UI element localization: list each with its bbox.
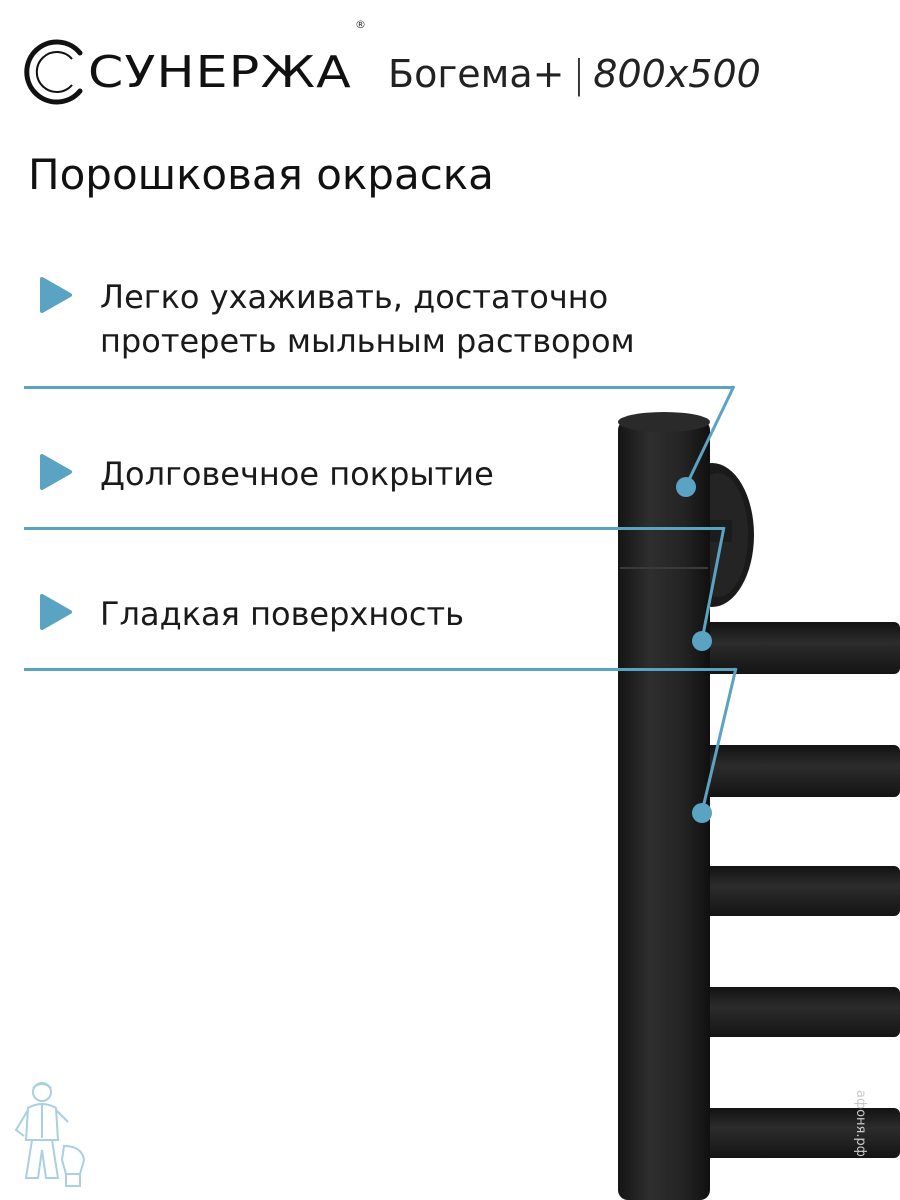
rung-5: [700, 1108, 900, 1158]
model-title: Богема+|800x500: [388, 52, 761, 96]
brand-row: СУНЕРЖА: [24, 36, 351, 108]
callout-dot-3: [692, 803, 712, 823]
model-size: 800x500: [593, 52, 761, 96]
play-triangle-icon: [40, 454, 72, 490]
feature-item-3: Гладкая поверхность: [36, 592, 464, 636]
rung-4: [700, 987, 900, 1037]
feature-item-1: Легко ухаживать, достаточно протереть мы…: [36, 275, 635, 363]
feature-text-2: Долговечное покрытие: [100, 455, 494, 493]
play-triangle-icon: [40, 277, 72, 313]
rung-3: [700, 866, 900, 916]
play-triangle-icon: [40, 594, 72, 630]
feature-text-1: Легко ухаживать, достаточно протереть мы…: [100, 275, 635, 363]
divider-line-3: [24, 668, 736, 671]
watermark-text: афоня.рф: [853, 1090, 868, 1157]
divider-line-2: [24, 527, 724, 530]
registered-mark: ®: [355, 18, 366, 31]
rung-2: [700, 745, 900, 797]
rung-1: [700, 622, 900, 674]
divider-line-1: [24, 386, 734, 389]
feature-1-line-2: протереть мыльным раствором: [100, 322, 635, 360]
page-heading: Порошковая окраска: [28, 150, 494, 199]
mascot-plumber-icon: [14, 1082, 86, 1187]
feature-item-2: Долговечное покрытие: [36, 452, 494, 496]
callout-dot-1: [676, 477, 696, 497]
callout-dot-2: [692, 631, 712, 651]
feature-1-line-1: Легко ухаживать, достаточно: [100, 278, 609, 316]
feature-text-3: Гладкая поверхность: [100, 595, 464, 633]
brand-name: СУНЕРЖА: [88, 46, 352, 98]
model-name: Богема+: [388, 52, 565, 96]
vertical-pipe: [618, 420, 710, 1200]
brand-logo-icon: [24, 39, 83, 105]
model-separator: |: [572, 52, 586, 96]
